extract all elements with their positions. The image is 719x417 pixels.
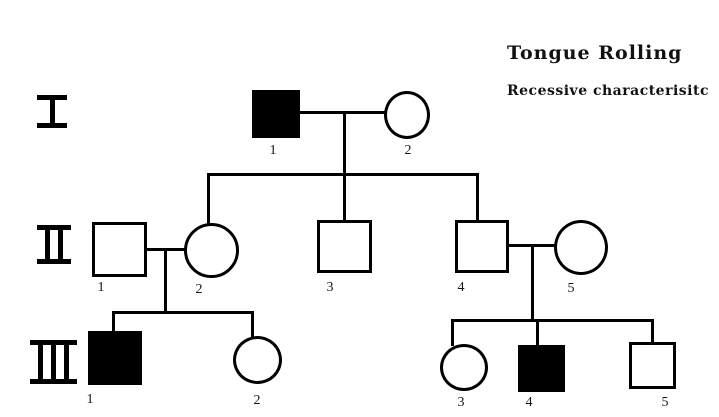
drop-line-III-3 xyxy=(451,321,454,346)
individual-II-1-number: 1 xyxy=(97,280,105,295)
individual-III-5-number: 5 xyxy=(661,395,669,410)
chart-subtitle: Recessive characterisitc xyxy=(507,83,709,99)
drop-line-III-5 xyxy=(651,321,654,344)
individual-II-5-female xyxy=(554,220,608,275)
mating-line-II1-II2 xyxy=(145,248,186,251)
sibship-line-genIII-right xyxy=(451,319,654,322)
individual-II-2-female xyxy=(184,223,239,278)
descent-line-genI xyxy=(343,112,346,176)
individual-I-2-number: 2 xyxy=(404,143,412,158)
drop-line-II-2 xyxy=(207,175,210,225)
individual-II-3-number: 3 xyxy=(326,280,334,295)
individual-II-1-male xyxy=(92,222,147,277)
sibship-line-genIII-left xyxy=(112,311,254,314)
drop-line-III-2 xyxy=(251,313,254,338)
individual-III-3-number: 3 xyxy=(457,395,465,410)
individual-III-4-number: 4 xyxy=(525,395,533,410)
generation-label-III xyxy=(30,340,77,384)
individual-I-1-number: 1 xyxy=(269,143,277,158)
sibship-line-genII xyxy=(207,173,479,176)
drop-line-III-4 xyxy=(536,321,539,347)
individual-III-1-number: 1 xyxy=(86,392,94,407)
generation-label-I xyxy=(37,95,67,128)
mating-line-II4-II5 xyxy=(508,244,556,247)
individual-II-4-male xyxy=(455,220,509,273)
individual-III-5-male xyxy=(629,342,676,389)
individual-I-2-female xyxy=(384,91,430,139)
individual-II-2-number: 2 xyxy=(195,282,203,297)
chart-title: Tongue Rolling xyxy=(507,42,683,64)
generation-label-II xyxy=(37,225,71,264)
descent-line-genII-left xyxy=(164,250,167,313)
individual-III-4-affected-male xyxy=(518,345,565,392)
descent-line-genII-right xyxy=(531,246,534,321)
mating-line-I1-I2 xyxy=(299,111,386,114)
individual-II-4-number: 4 xyxy=(457,280,465,295)
individual-III-2-number: 2 xyxy=(253,393,261,408)
individual-II-5-number: 5 xyxy=(567,281,575,296)
individual-II-3-male xyxy=(317,220,372,273)
individual-I-1-affected-male xyxy=(252,90,300,138)
drop-line-III-1 xyxy=(112,313,115,333)
individual-III-2-female xyxy=(233,336,282,384)
individual-III-3-female xyxy=(440,344,488,391)
drop-line-II-3 xyxy=(343,175,346,221)
individual-III-1-affected-male xyxy=(88,331,142,385)
drop-line-II-4 xyxy=(476,175,479,221)
